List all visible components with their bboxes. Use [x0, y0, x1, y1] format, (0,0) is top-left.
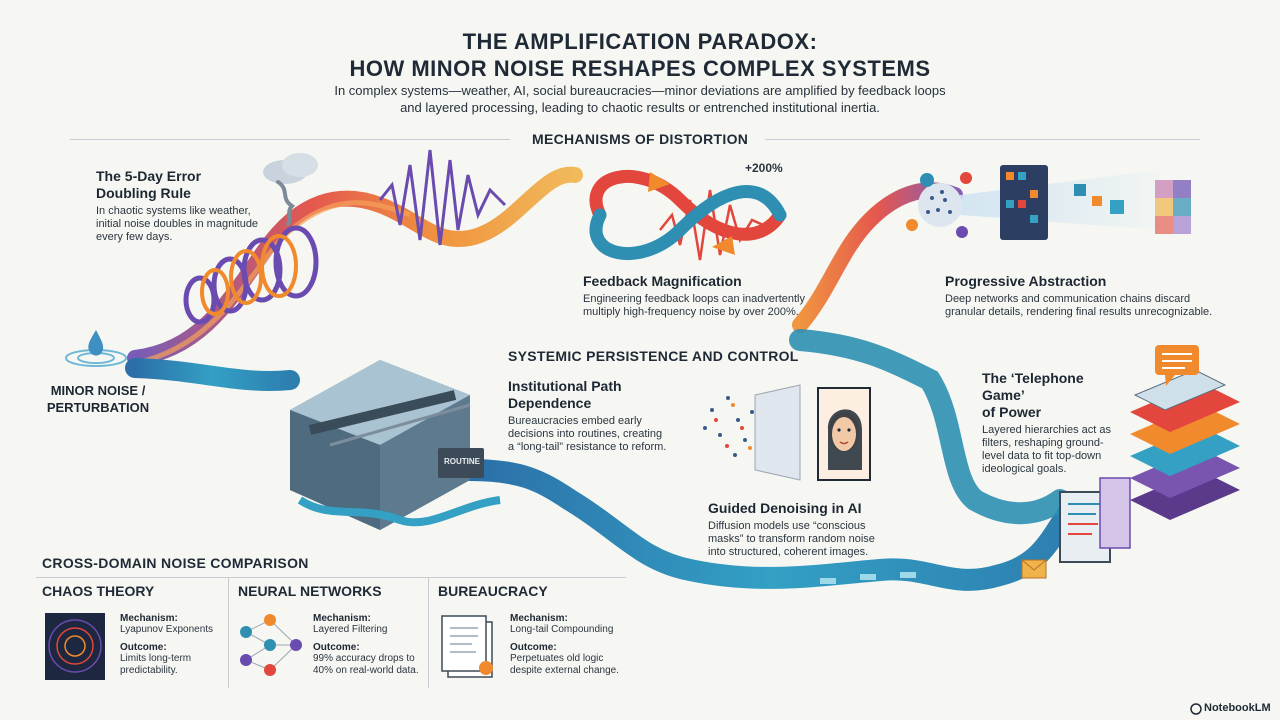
- page-title: THE AMPLIFICATION PARADOX: HOW MINOR NOI…: [0, 28, 1280, 82]
- abstraction-body: Deep networks and communication chains d…: [945, 293, 1213, 318]
- page-subtitle: In complex systems—weather, AI, social b…: [334, 83, 946, 115]
- comparison-divider-1: [228, 578, 229, 688]
- comparison-rule: [36, 577, 626, 578]
- neural-details: Mechanism: Layered Filtering Outcome: 99…: [313, 613, 419, 676]
- section-mechanisms: MECHANISMS OF DISTORTION: [532, 131, 749, 147]
- routine-cart-label: ROUTINE: [444, 457, 480, 466]
- node-path-dependence: Institutional Path Dependence Bureaucrac…: [508, 378, 688, 454]
- telephone-body: Layered hierarchies act as filters, resh…: [982, 424, 1112, 475]
- node-error-doubling: The 5-Day Error Doubling Rule In chaotic…: [96, 168, 286, 244]
- node-telephone: The ‘Telephone Game’ of Power Layered hi…: [982, 370, 1122, 476]
- title-line-2: HOW MINOR NOISE RESHAPES COMPLEX SYSTEMS: [349, 56, 931, 81]
- col-heading: NEURAL NETWORKS: [238, 583, 382, 599]
- brand-logo: NotebookLM: [1204, 702, 1271, 714]
- origin-label: MINOR NOISE / PERTURBATION: [46, 383, 150, 415]
- bureaucracy-details: Mechanism: Long-tail Compounding Outcome…: [510, 613, 619, 676]
- title-line-1: THE AMPLIFICATION PARADOX:: [462, 29, 818, 54]
- comparison-col-chaos: CHAOS THEORY: [42, 583, 222, 599]
- section-persistence: SYSTEMIC PERSISTENCE AND CONTROL: [508, 348, 799, 364]
- comparison-divider-2: [428, 578, 429, 688]
- error-doubling-title: The 5-Day Error Doubling Rule: [96, 168, 202, 201]
- node-denoising: Guided Denoising in AI Diffusion models …: [708, 500, 908, 559]
- divider-right: [765, 139, 1200, 140]
- denoising-body: Diffusion models use “conscious masks” t…: [708, 520, 875, 558]
- feedback-title: Feedback Magnification: [583, 273, 742, 289]
- node-feedback: Feedback Magnification Engineering feedb…: [583, 273, 843, 319]
- telephone-title: The ‘Telephone Game’ of Power: [982, 370, 1084, 420]
- path-dependence-body: Bureaucracies embed early decisions into…: [508, 415, 667, 453]
- denoising-title: Guided Denoising in AI: [708, 500, 862, 516]
- feedback-body: Engineering feedback loops can inadverte…: [583, 293, 805, 318]
- path-dependence-title: Institutional Path Dependence: [508, 378, 622, 411]
- abstraction-title: Progressive Abstraction: [945, 273, 1107, 289]
- comparison-col-neural: NEURAL NETWORKS: [238, 583, 423, 599]
- divider-left: [70, 139, 510, 140]
- chaos-details: Mechanism: Lyapunov Exponents Outcome: L…: [120, 613, 214, 676]
- comparison-col-bureaucracy: BUREAUCRACY: [438, 583, 623, 599]
- error-doubling-body: In chaotic systems like weather, initial…: [96, 205, 259, 243]
- brand-name: NotebookLM: [1204, 702, 1271, 714]
- col-heading: BUREAUCRACY: [438, 583, 548, 599]
- col-heading: CHAOS THEORY: [42, 583, 155, 599]
- section-comparison: CROSS-DOMAIN NOISE COMPARISON: [42, 555, 309, 571]
- node-abstraction: Progressive Abstraction Deep networks an…: [945, 273, 1245, 319]
- feedback-badge: +200%: [745, 161, 783, 175]
